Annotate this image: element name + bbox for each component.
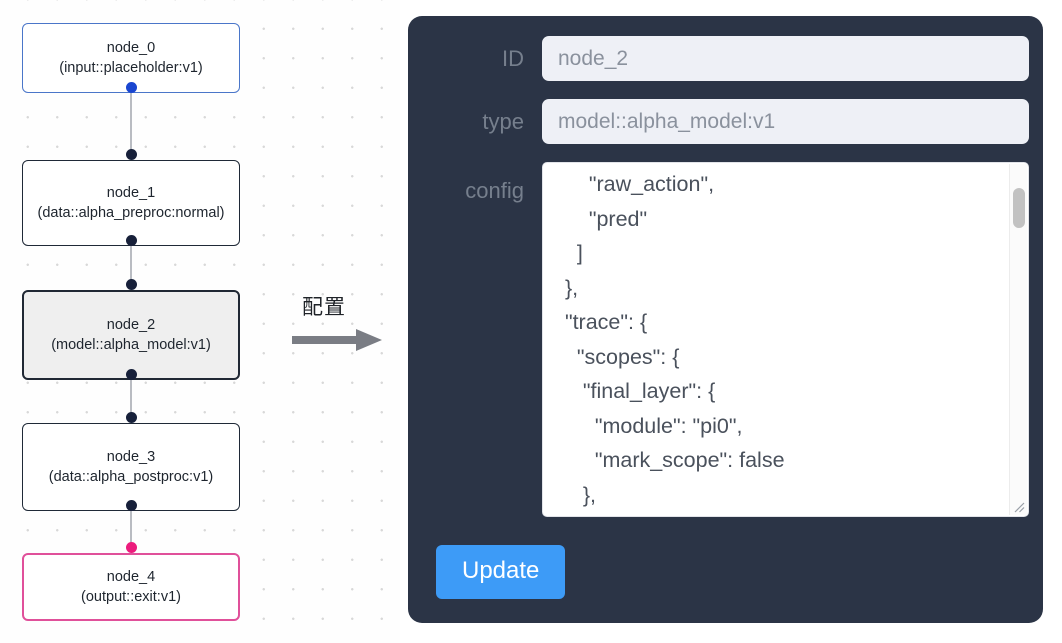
node-type-label: (input::placeholder:v1) — [59, 60, 203, 76]
node-port[interactable] — [125, 148, 137, 160]
node-id-label: node_2 — [106, 317, 156, 333]
transition-annotation: 配置 — [290, 295, 395, 365]
update-button[interactable]: Update — [436, 545, 566, 599]
node-port[interactable] — [125, 541, 137, 553]
transition-label: 配置 — [302, 296, 346, 319]
config-scrollbar[interactable] — [1009, 164, 1027, 515]
arrow-right-icon — [290, 327, 395, 358]
node-config-panel: ID type config Update — [408, 16, 1043, 623]
graph-node-node_4[interactable]: node_4(output::exit:v1) — [22, 553, 240, 621]
graph-edge — [130, 510, 132, 547]
graph-edge — [130, 245, 132, 284]
node-port[interactable] — [125, 278, 137, 290]
graph-node-node_1[interactable]: node_1(data::alpha_preproc:normal) — [22, 160, 240, 246]
graph-node-node_0[interactable]: node_0(input::placeholder:v1) — [22, 23, 240, 93]
type-input[interactable] — [542, 99, 1029, 144]
graph-canvas[interactable]: node_0(input::placeholder:v1)node_1(data… — [0, 0, 400, 643]
node-id-label: node_3 — [106, 449, 156, 465]
config-textarea[interactable] — [543, 163, 1028, 516]
node-type-label: (data::alpha_preproc:normal) — [37, 205, 225, 221]
config-label: config — [465, 178, 524, 203]
config-scrollbar-thumb[interactable] — [1013, 188, 1025, 228]
field-row-id: ID — [422, 36, 1029, 81]
node-port[interactable] — [125, 81, 137, 93]
node-type-label: (model::alpha_model:v1) — [51, 337, 211, 353]
node-id-label: node_0 — [106, 40, 156, 56]
node-port[interactable] — [125, 368, 137, 380]
node-type-label: (data::alpha_postproc:v1) — [48, 469, 214, 485]
field-row-config: config — [422, 162, 1029, 517]
node-port[interactable] — [125, 499, 137, 511]
graph-edge — [130, 92, 132, 154]
node-port[interactable] — [125, 411, 137, 423]
node-id-label: node_1 — [106, 185, 156, 201]
config-textarea-wrapper — [542, 162, 1029, 517]
graph-edge — [130, 379, 132, 417]
resize-handle-icon[interactable] — [1010, 498, 1027, 515]
field-row-type: type — [422, 99, 1029, 144]
graph-node-node_2[interactable]: node_2(model::alpha_model:v1) — [22, 290, 240, 380]
id-input[interactable] — [542, 36, 1029, 81]
type-label: type — [482, 108, 524, 134]
node-type-label: (output::exit:v1) — [81, 589, 181, 605]
id-label: ID — [502, 45, 524, 71]
graph-node-node_3[interactable]: node_3(data::alpha_postproc:v1) — [22, 423, 240, 511]
node-id-label: node_4 — [106, 569, 156, 585]
node-port[interactable] — [125, 234, 137, 246]
